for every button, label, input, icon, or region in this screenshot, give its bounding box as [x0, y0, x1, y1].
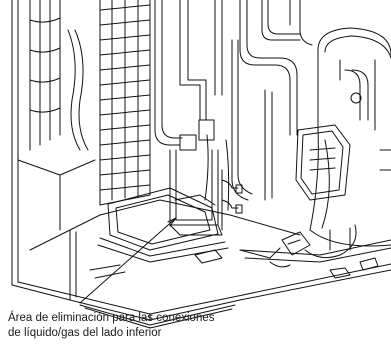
service-valve-block: [170, 150, 242, 235]
knockout-plate: [98, 188, 280, 262]
refrigerant-pipes: [155, 0, 312, 210]
callout-leader: [80, 218, 176, 303]
callout-line-1: Área de eliminación para las conexiones: [8, 312, 215, 324]
compressor: [282, 28, 391, 258]
callout-line-2: de líquido/gas del lado inferior: [8, 327, 162, 339]
electrical-box: [296, 125, 350, 200]
callout-text: Área de eliminación para las conexiones …: [8, 311, 308, 341]
cabinet-frame: [12, 0, 391, 328]
base-pan: [90, 240, 391, 278]
heat-exchanger-fins: [30, 0, 150, 205]
